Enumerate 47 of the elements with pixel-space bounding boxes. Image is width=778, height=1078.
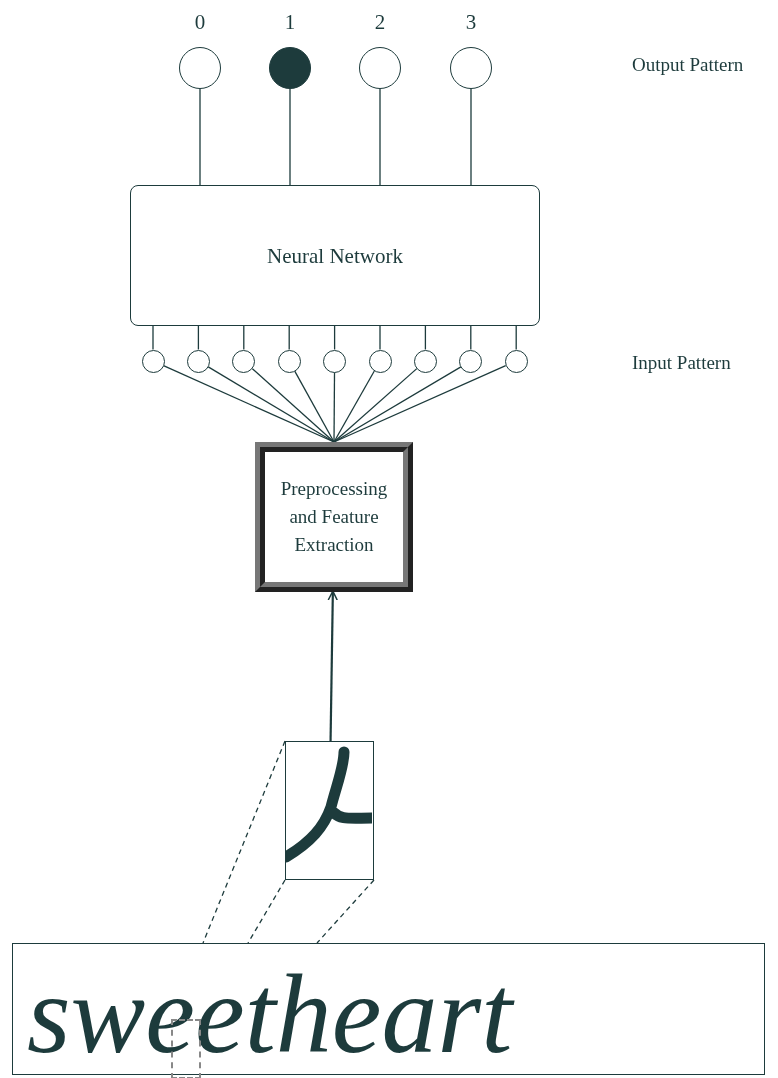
connector-line [470, 325, 472, 351]
pattern-label: Input Pattern [632, 352, 731, 374]
connector-line [424, 325, 427, 351]
input-node [368, 349, 392, 373]
pattern-label: Output Pattern [632, 54, 744, 76]
input-node [141, 349, 165, 373]
input-node [323, 349, 347, 373]
connector-line [333, 368, 418, 443]
connector-line [379, 325, 381, 351]
connector-line [294, 370, 335, 443]
zoomed-stroke-picture [285, 741, 374, 880]
dashed-zoom-line [247, 879, 286, 944]
output-digit: 3 [464, 10, 478, 34]
connector-line [162, 365, 335, 443]
box-label: Neural Network [267, 242, 403, 269]
input-node [504, 349, 528, 373]
handwritten-word: sweetheart [27, 958, 513, 1070]
box-label: Preprocessing and Feature Extraction [279, 477, 389, 557]
connector-line [470, 88, 472, 186]
input-node [277, 349, 301, 373]
input-node [232, 349, 256, 373]
connector-line [152, 325, 154, 351]
connector-line [288, 325, 290, 351]
input-node [413, 349, 437, 373]
connector-line [333, 370, 375, 443]
connector-line [333, 371, 336, 443]
process-box [255, 442, 413, 592]
dashed-zoom-line [316, 879, 375, 944]
connector-line [333, 366, 462, 443]
output-digit: 2 [373, 10, 387, 34]
connector-line [333, 325, 336, 351]
output-digit: 0 [193, 10, 207, 34]
arrow [327, 590, 338, 741]
input-node [459, 349, 483, 373]
dashed-zoom-line [202, 740, 286, 944]
connector-line [197, 325, 200, 351]
network-box [130, 185, 540, 326]
connector-line [251, 368, 335, 443]
handwriting-box [12, 943, 765, 1075]
connector-line [379, 88, 381, 186]
connector-line [515, 325, 517, 351]
input-node [186, 349, 210, 373]
output-digit: 1 [283, 10, 297, 34]
connector-line [243, 325, 245, 351]
connector-line [333, 365, 507, 443]
connector-line [289, 88, 291, 186]
connector-line [199, 88, 201, 186]
